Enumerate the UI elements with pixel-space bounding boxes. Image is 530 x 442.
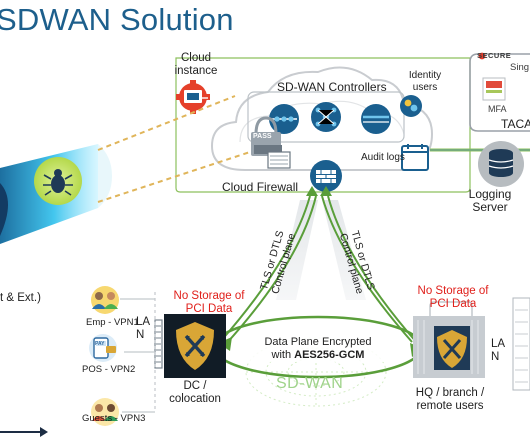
dc-lan-label: LA N [136,316,150,342]
hq-switch [512,297,530,391]
dc-lan-line1: LA [136,316,151,328]
dc-no-storage-line2: PCI Data [185,303,233,315]
pos-icon-text: PAY [95,341,105,347]
cloud-instance-label: Cloud instance [169,52,223,78]
secure-sub: Sing [510,62,530,73]
secure-logo-icon [478,52,486,60]
cloud-firewall-label: Cloud Firewall [222,180,299,194]
data-plane-label: Data Plane Encrypted with AES256-GCM [248,336,388,362]
hq-no-storage-label: No Storage of PCI Data [410,285,496,311]
emp-vpn-icon [91,286,119,314]
hq-lan-line1: LA [491,338,506,350]
controllers-box [247,91,405,143]
left-text: t & Ext.) [0,292,41,304]
pass-label: PASS [253,133,272,140]
secure-box-frame [469,53,530,132]
mfa-icon [482,77,506,101]
controller-icon [269,104,299,134]
data-plane-line2: with AES256-GCM [248,349,388,362]
identity-users-icon [400,95,422,117]
vpn-label-pos: POS - VPN2 [82,364,136,375]
cloud-instance-label-line1: Cloud [180,52,212,64]
mfa-label: MFA [488,104,507,114]
identity-users-label-line2: users [412,82,438,93]
vpn-label-emp: Emp - VPN1 [86,317,139,328]
logging-server-label: Logging Server [460,188,520,214]
data-plane-line1: Data Plane Encrypted [264,336,372,348]
hq-label: HQ / branch / remote users [402,387,498,413]
logging-server-label-line1: Logging [468,187,512,201]
logging-server-label-line2: Server [472,200,508,214]
pos-vpn-icon [89,334,117,362]
hq-lan-line2: N [491,351,500,363]
secure-brand: SECURE [477,51,512,60]
controllers-label: SD-WAN Controllers [277,80,387,94]
dc-label-line1: DC / [183,380,207,392]
hq-label-line2: remote users [416,400,484,412]
firewall-icon [310,160,342,192]
cloud-instance-label-line2: instance [174,65,218,77]
audit-logs-icon [401,144,429,171]
arrow-right-icon [40,427,48,437]
hq-label-line1: HQ / branch / [415,387,485,399]
taca-label: TACA [501,117,530,131]
audit-logs-label: Audit logs [361,152,405,163]
dc-label-line2: colocation [169,393,221,405]
hq-lan-label: LA N [491,338,505,364]
dc-lan-line2: N [136,329,145,341]
page-title: SDWAN Solution [0,2,234,37]
identity-users-label-line1: Identity [408,70,442,81]
hq-no-storage-line1: No Storage of [417,285,489,297]
logging-server-icon [478,141,524,187]
data-plane-cipher: AES256-GCM [294,349,365,361]
lock-pass-icon [251,116,291,169]
sdwan-label: SD-WAN [276,375,344,392]
bug-icon [34,157,82,205]
dc-label: DC / colocation [160,380,230,406]
dc-no-storage-label: No Storage of PCI Data [166,290,252,316]
controller-icon [361,104,391,134]
guests-vpn-icon [91,398,119,426]
hq-shield-icon [437,330,467,368]
dc-no-storage-line1: No Storage of [173,290,245,302]
hq-no-storage-line2: PCI Data [429,298,477,310]
controller-icon [311,102,341,132]
data-plane-line2-prefix: with [271,349,295,361]
identity-users-label: Identity users [404,70,446,94]
vpn-label-guests: Guests - VPN3 [82,413,146,424]
dc-shield-icon [176,322,214,370]
cloud-frame [175,57,471,193]
cloud-instance-icon [176,80,210,114]
